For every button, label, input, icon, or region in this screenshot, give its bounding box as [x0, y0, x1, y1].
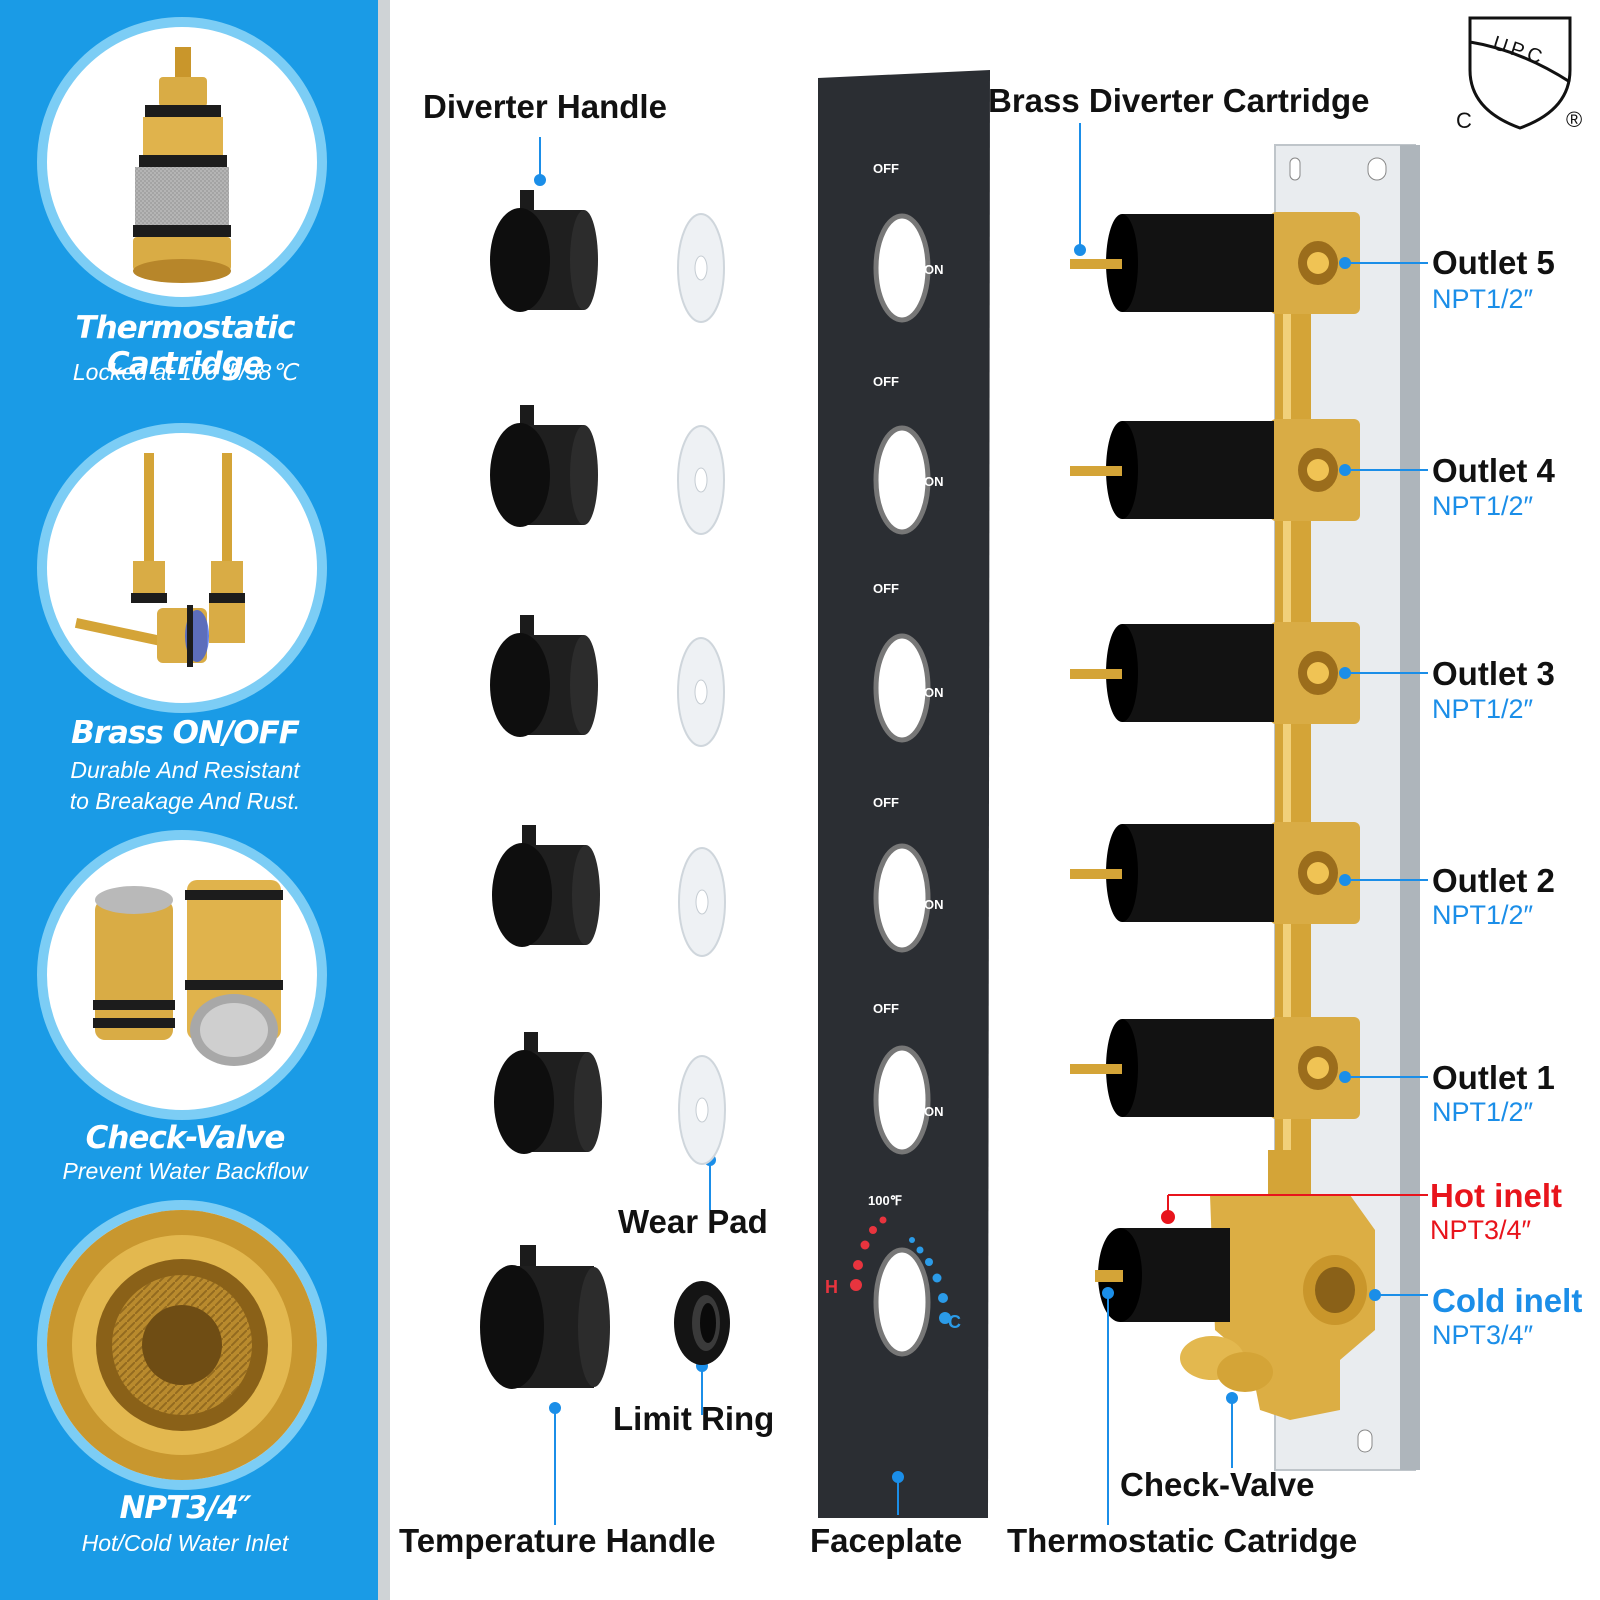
feature-desc-line-2: to Breakage And Rust.: [69, 788, 301, 814]
wear-pad: [678, 1055, 726, 1165]
faceplate-on-label: ON: [924, 474, 944, 489]
faceplate-on-label: ON: [924, 685, 944, 700]
faceplate-on-label: ON: [924, 1104, 944, 1119]
feature-desc: Hot/Cold Water Inlet: [81, 1530, 289, 1556]
registered-mark: ®: [1566, 107, 1583, 132]
upc-c-mark: C: [1456, 108, 1472, 133]
thermostatic-cartridge-photo: [37, 17, 327, 307]
faceplate-off-label: OFF: [873, 795, 899, 810]
check-valve-label: Check-Valve: [1120, 1466, 1315, 1503]
outlet-2-label: Outlet 2: [1432, 862, 1555, 899]
thermostatic-cartridge-label: Thermostatic Catridge: [1007, 1522, 1358, 1559]
outlet-1-label: Outlet 1: [1432, 1059, 1555, 1096]
diverter-cartridges: [1070, 212, 1360, 1119]
feature-sidebar: Thermostatic Cartridge Locked at 100℉/38…: [0, 0, 378, 1600]
faceplate-off-label: OFF: [873, 581, 899, 596]
diverter-handle-label: Diverter Handle: [423, 88, 667, 125]
cold-inlet-label: Cold inelt: [1432, 1282, 1583, 1319]
faceplate-off-label: OFF: [873, 1001, 899, 1016]
faceplate-temp-label: 100℉: [868, 1193, 903, 1208]
outlet-4-label: Outlet 4: [1432, 452, 1555, 489]
hot-inlet-label: Hot inelt: [1430, 1177, 1562, 1214]
feature-title: Brass ON/OFF: [71, 715, 300, 751]
feature-desc: Prevent Water Backflow: [62, 1158, 308, 1184]
hot-inlet-spec: NPT3/4″: [1430, 1215, 1532, 1245]
upc-shield: [1468, 16, 1572, 130]
outlet-4-spec: NPT1/2″: [1432, 491, 1534, 521]
faceplate-off-label: OFF: [873, 161, 899, 176]
faceplate-plate: [818, 70, 990, 1518]
temperature-handle-label: Temperature Handle: [399, 1522, 716, 1559]
faceplate-cold-label: C: [948, 1312, 961, 1332]
outlet-2-spec: NPT1/2″: [1432, 900, 1534, 930]
sidebar-divider: [378, 0, 390, 1600]
feature-desc: Locked at 100℉/38℃: [72, 359, 298, 385]
outlet-5-spec: NPT1/2″: [1432, 284, 1534, 314]
outlet-5-label: Outlet 5: [1432, 244, 1555, 281]
outlet-1-spec: NPT1/2″: [1432, 1097, 1534, 1127]
feature-title: NPT3/4″: [119, 1490, 251, 1526]
outlet-3-label: Outlet 3: [1432, 655, 1555, 692]
diverter-handle-knob[interactable]: [490, 605, 610, 755]
feature-title: Check-Valve: [85, 1120, 286, 1156]
diagram-drawing: [534, 16, 1572, 1525]
wear-pad: [677, 425, 725, 535]
brass-diverter-cartridge-label: Brass Diverter Cartridge: [988, 82, 1370, 119]
diverter-handle-knob[interactable]: [490, 180, 610, 330]
diverter-handle-knob[interactable]: [494, 1022, 614, 1172]
brass-onoff-cartridge-photo: [37, 423, 327, 713]
outlet-3-spec: NPT1/2″: [1432, 694, 1534, 724]
faceplate-hot-label: H: [825, 1277, 838, 1297]
npt-inlet-photo: [37, 1200, 327, 1490]
wear-pad: [678, 847, 726, 957]
exploded-diagram: OFF ON OFF ON OFF ON OFF ON OFF ON 100℉ …: [390, 0, 1600, 1600]
limit-ring-label: Limit Ring: [613, 1400, 775, 1437]
faceplate-holes: [873, 213, 931, 1357]
faceplate-on-label: ON: [924, 262, 944, 277]
limit-ring: [674, 1281, 730, 1365]
faceplate-on-label: ON: [924, 897, 944, 912]
feature-title: Thermostatic Cartridge: [75, 310, 295, 382]
wear-pad: [677, 637, 725, 747]
faceplate-label: Faceplate: [810, 1522, 963, 1559]
cold-indicator-dots: [909, 1237, 951, 1324]
hot-indicator-dots: [850, 1216, 887, 1291]
faceplate-off-label: OFF: [873, 374, 899, 389]
cold-inlet-spec: NPT3/4″: [1432, 1320, 1534, 1350]
feature-desc-line-1: Durable And Resistant: [70, 757, 300, 783]
temperature-handle-knob[interactable]: [480, 1240, 620, 1410]
check-valve-photo: [37, 830, 327, 1120]
wear-pad: [677, 213, 725, 323]
wear-pad-label: Wear Pad: [618, 1203, 768, 1240]
diverter-handle-knob[interactable]: [492, 815, 612, 965]
diverter-handle-knob[interactable]: [490, 395, 610, 545]
